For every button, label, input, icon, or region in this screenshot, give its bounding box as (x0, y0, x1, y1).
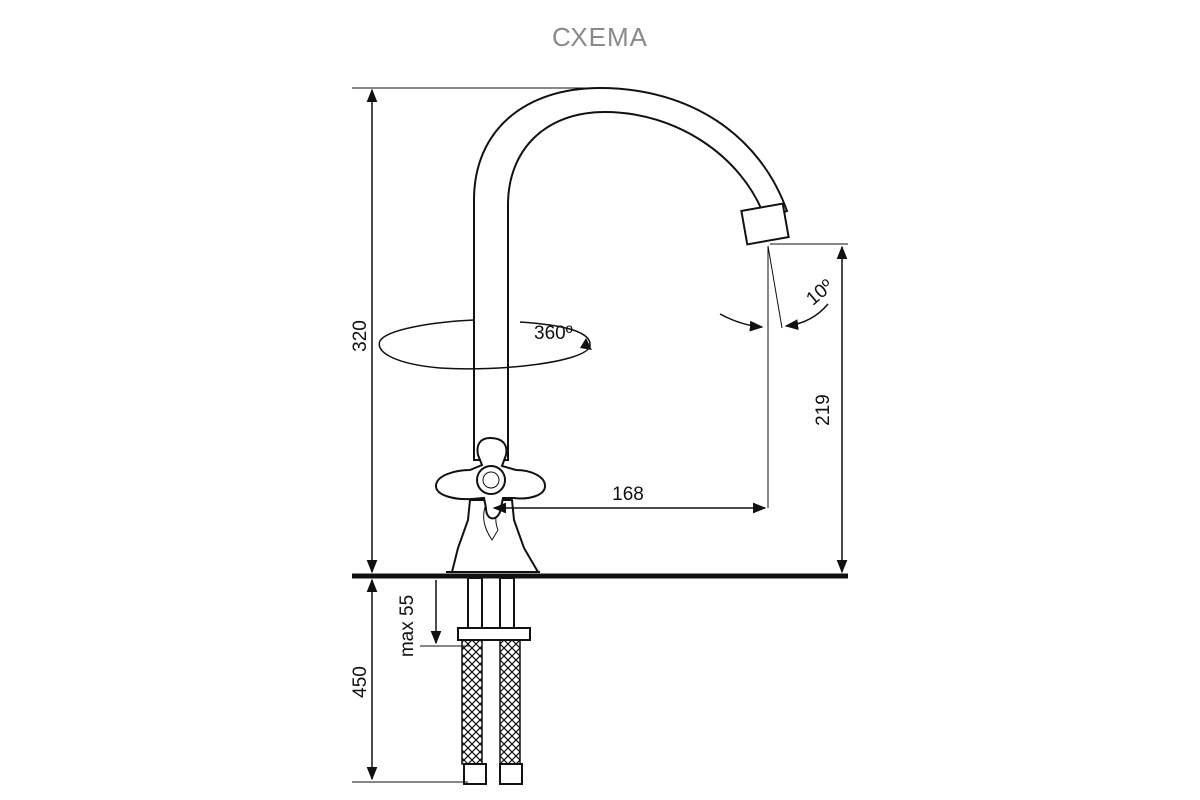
dim-max55-label: max 55 (397, 595, 418, 657)
aerator (740, 202, 790, 246)
faucet-base (450, 499, 540, 573)
dim-320-label: 320 (350, 320, 371, 352)
dim-219-label: 219 (813, 394, 834, 426)
dim-450-label: 450 (350, 666, 371, 698)
rotation-label: 360º (534, 323, 573, 344)
cross-handle (434, 436, 547, 520)
faucet-spout (473, 86, 789, 461)
rotation-arrow-tip (580, 338, 592, 350)
angle-label: 10º (802, 276, 837, 310)
page-title: СХЕМА (552, 22, 648, 52)
dim-168-label: 168 (612, 484, 644, 505)
angle-arc-right (784, 303, 829, 331)
rotation-arrow (378, 319, 591, 370)
angle-arc-left (719, 313, 764, 332)
flex-hoses (457, 577, 531, 785)
